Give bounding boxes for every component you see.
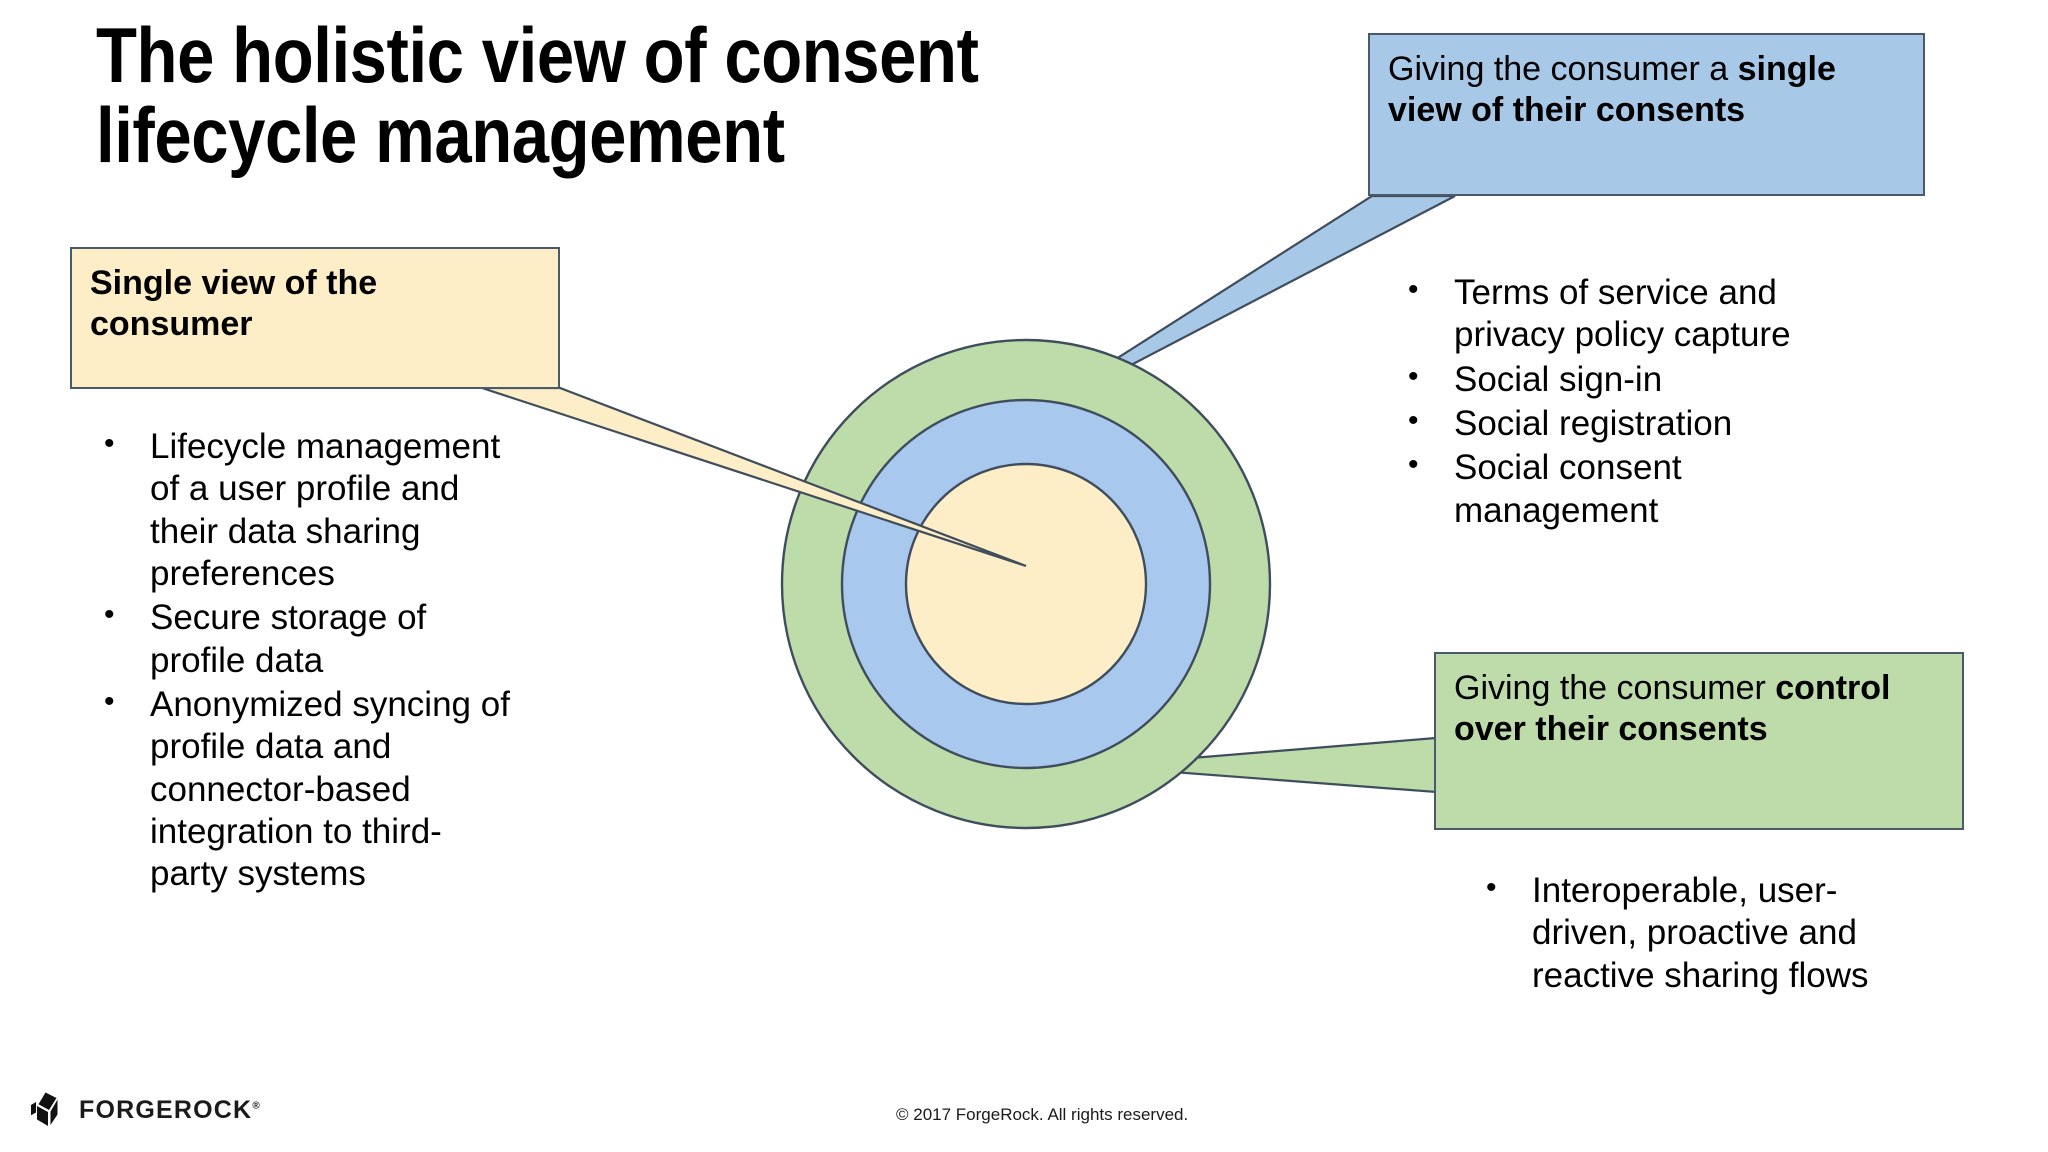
list-item: Secure storage of profile data (88, 595, 518, 682)
list-item: Social sign-in (1392, 357, 1812, 401)
copyright-notice: © 2017 ForgeRock. All rights reserved. (896, 1105, 1189, 1124)
callout-blue-bold-text: single view of their consents (1388, 50, 1836, 130)
callout-yellow-line2: consumer (90, 305, 253, 344)
outer-green-ring (780, 338, 1272, 830)
bullet-list-bottom: Interoperable, user-driven, proactive an… (1470, 868, 1890, 999)
forgerock-wordmark-text: FORGEROCK (79, 1095, 253, 1124)
callout-green-normal-text: Giving the consumer (1454, 669, 1776, 707)
middle-blue-ring (840, 398, 1212, 770)
callout-tail-blue (994, 194, 1456, 437)
bullet-list-right: Terms of service and privacy policy capt… (1392, 270, 1812, 534)
list-item: Interoperable, user-driven, proactive an… (1470, 868, 1890, 997)
callout-green-bold-text: control over their consents (1454, 669, 1891, 749)
forgerock-wordmark: FORGEROCK® (79, 1096, 261, 1125)
list-item: Social registration (1392, 401, 1812, 445)
forgerock-logo: FORGEROCK® (28, 1090, 261, 1130)
list-item: Lifecycle management of a user profile a… (88, 424, 518, 595)
forgerock-mark-icon (31, 1092, 58, 1126)
callout-control-over-their-consents[interactable]: Giving the consumer control over their c… (1434, 652, 1964, 830)
page-title: The holistic view of consent lifecycle m… (96, 11, 979, 179)
bullet-list-left: Lifecycle management of a user profile a… (88, 424, 518, 898)
callout-single-view-of-their-consents[interactable]: Giving the consumer a single view of the… (1368, 33, 1925, 196)
callout-tail-yellow (481, 386, 1027, 568)
list-item: Social consent management (1392, 445, 1812, 532)
list-item: Terms of service and privacy policy capt… (1392, 270, 1812, 357)
list-item: Anonymized syncing of profile data and c… (88, 682, 518, 896)
callout-blue-normal-text: Giving the consumer a (1388, 50, 1738, 88)
inner-yellow-core (904, 462, 1148, 706)
callout-tail-green (1093, 736, 1438, 794)
callout-single-view-of-the-consumer[interactable]: Single view of the consumer (70, 247, 560, 389)
callout-yellow-line1: Single view of the (90, 264, 378, 302)
registered-trademark-icon: ® (252, 1100, 261, 1112)
